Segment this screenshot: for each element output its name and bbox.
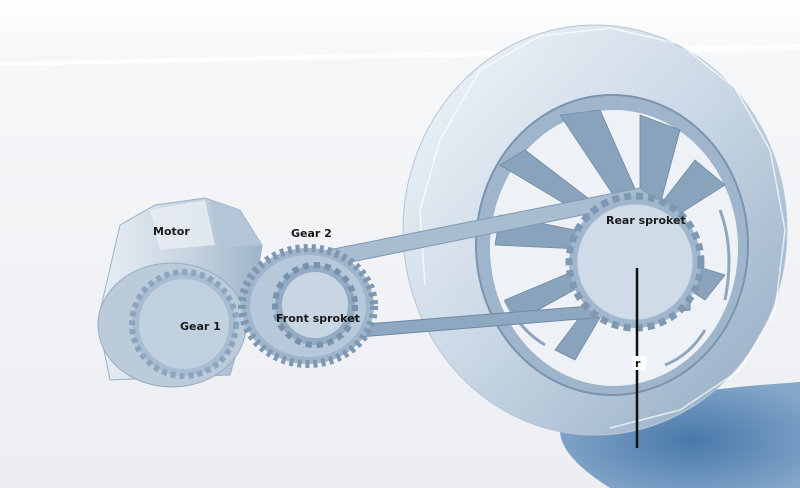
motor-top-face	[150, 200, 215, 250]
radius-label: r	[635, 357, 641, 370]
rear-sprocket	[565, 192, 705, 332]
radius-label-box	[632, 356, 646, 370]
motor-side-face	[210, 200, 262, 248]
gear-2-label: Gear 2	[291, 227, 332, 240]
front-sprocket-label: Front sproket	[276, 312, 360, 325]
gear-1-label: Gear 1	[180, 320, 221, 333]
tire-facets	[419, 27, 786, 429]
front-sprocket	[272, 262, 358, 348]
rear-sprocket-label: Rear sproket	[606, 214, 686, 227]
rim-ribs	[503, 209, 731, 367]
gear-1	[129, 269, 239, 379]
motor-label: Motor	[153, 225, 190, 238]
